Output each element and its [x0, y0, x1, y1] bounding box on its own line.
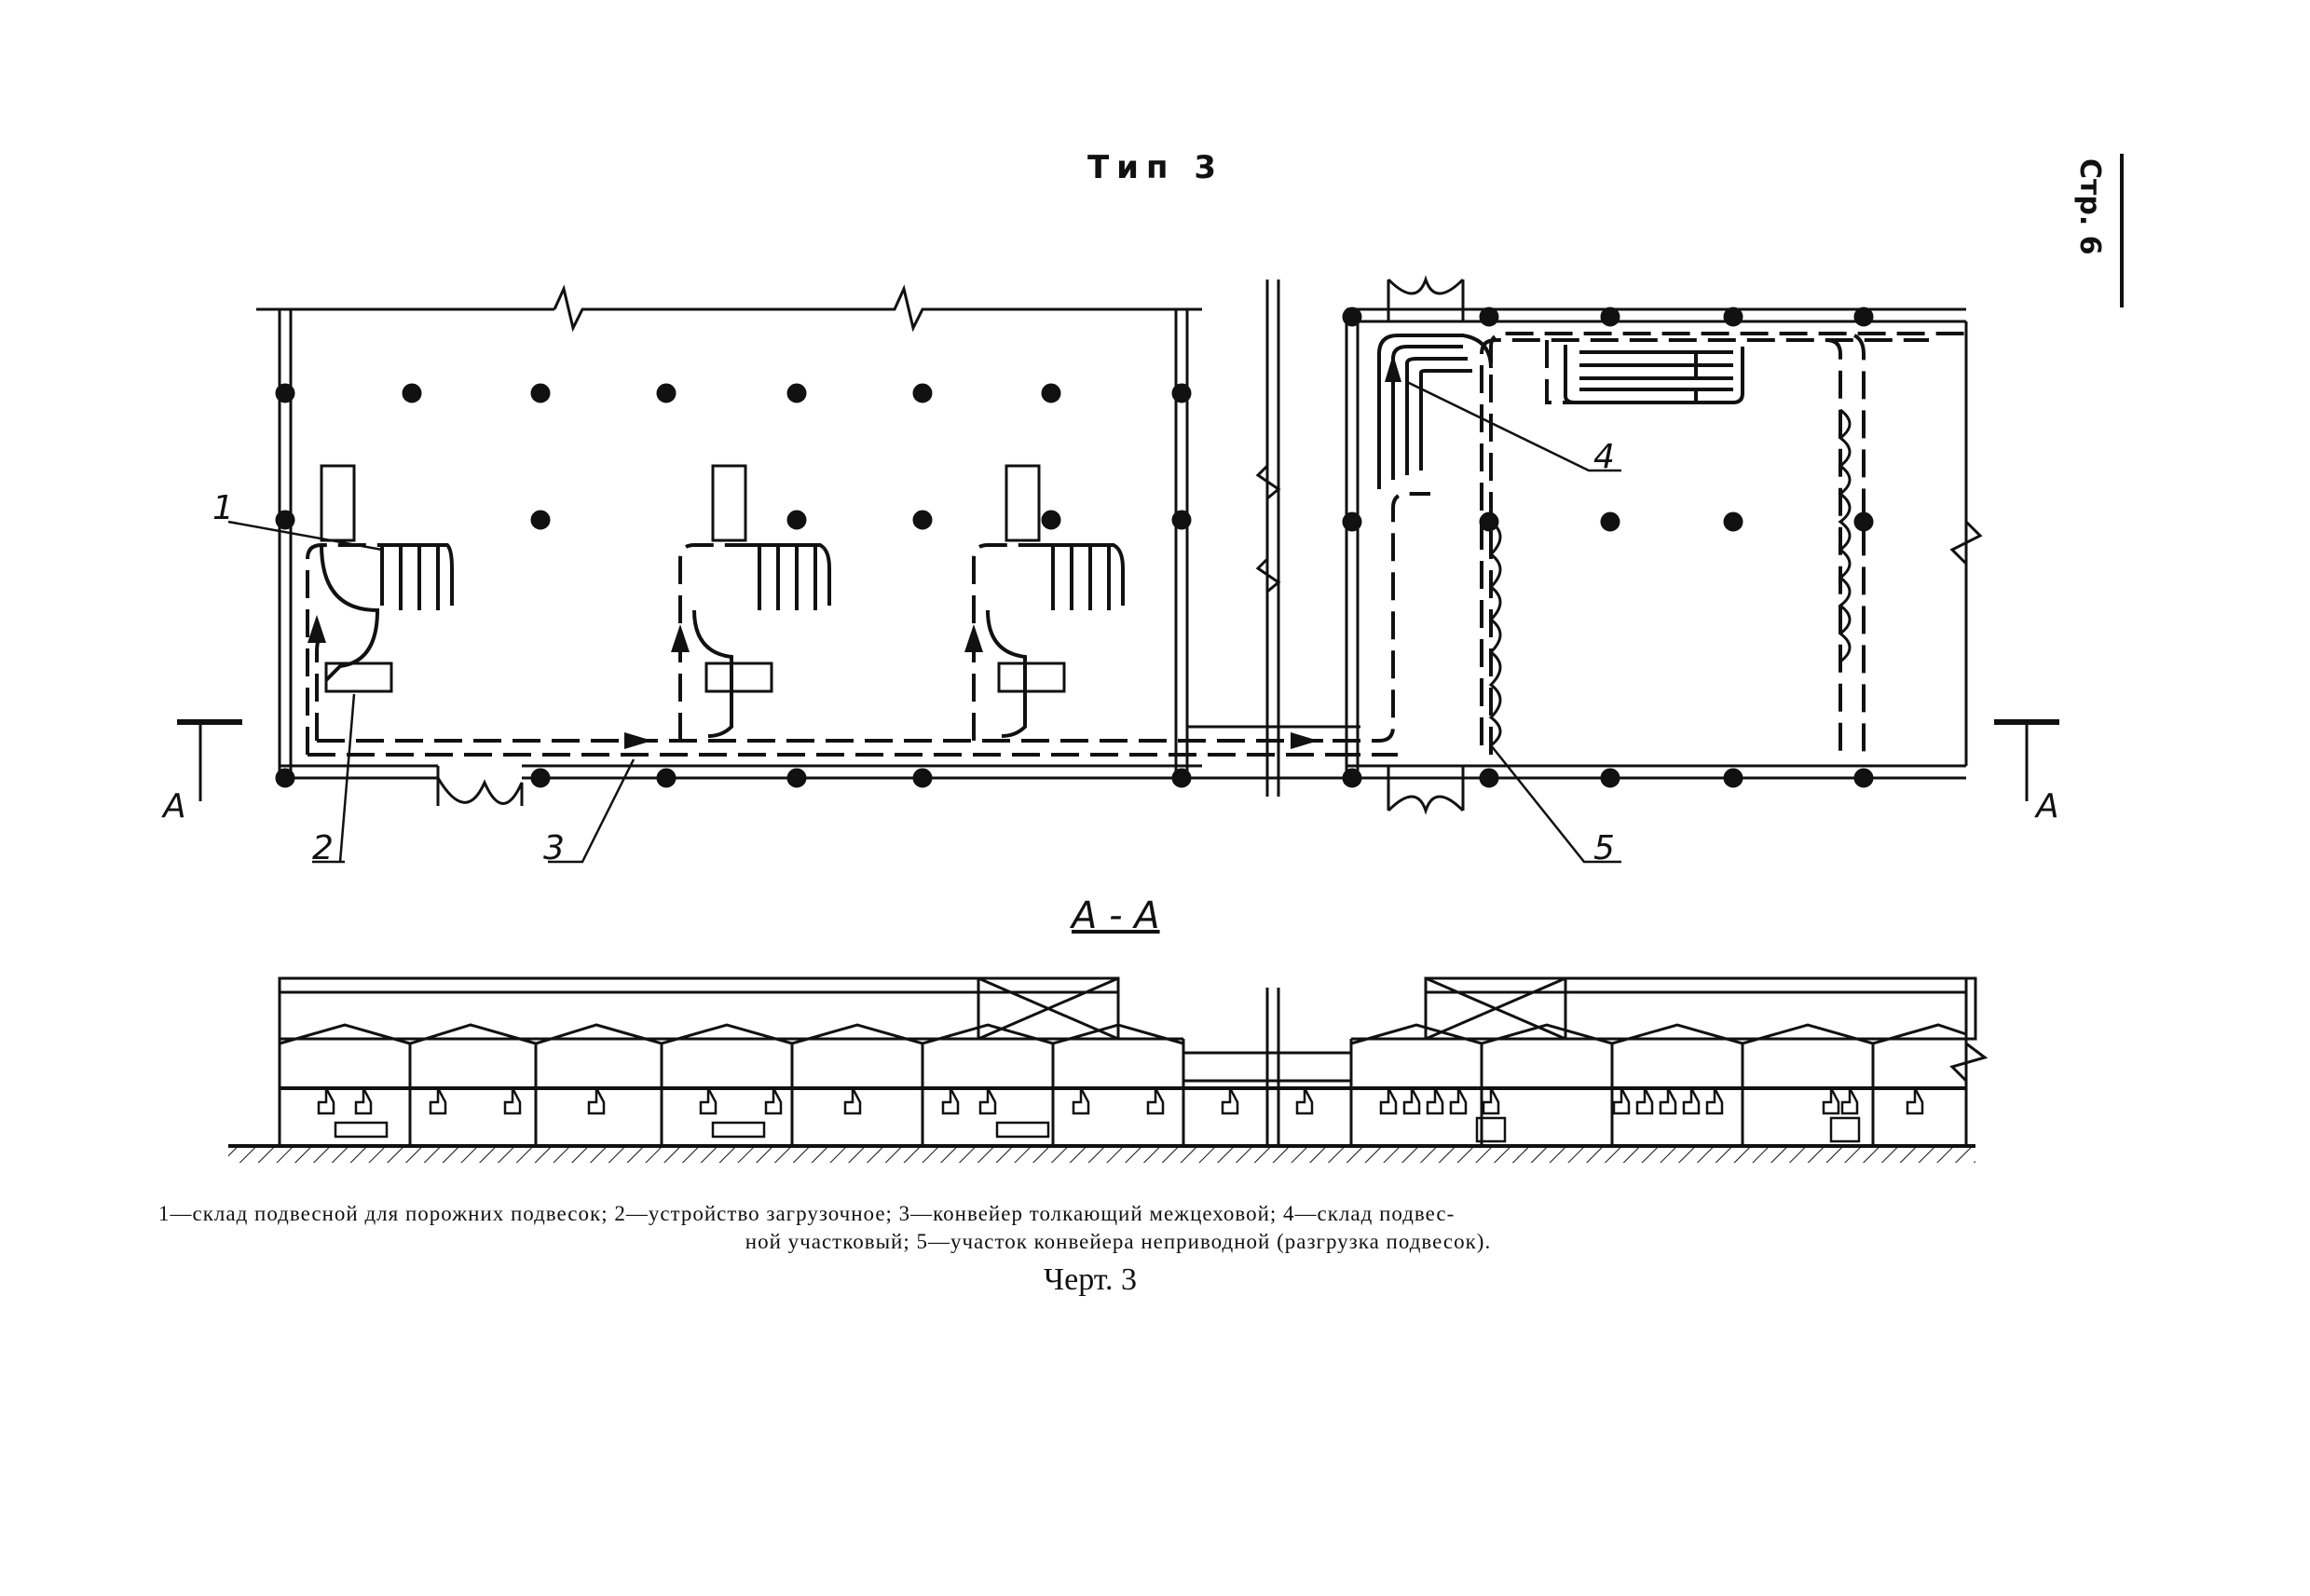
figure-caption: Черт. 3	[1044, 1262, 1138, 1297]
cut-mark-left: А	[163, 787, 186, 825]
legend-line-2: ной участковый; 5—участок конвейера непр…	[745, 1230, 1492, 1253]
legend-line-1: 1—склад подвесной для порожних подвесок;…	[158, 1202, 1456, 1225]
hanger-store-blocks	[320, 464, 1066, 693]
section-aa-label: А - А	[1072, 894, 1160, 937]
callout-4: 4	[1593, 438, 1615, 476]
legend: 1—склад подвесной для порожних подвесок;…	[158, 1200, 2078, 1256]
hanger-carriers	[317, 1087, 1924, 1115]
callout-3: 3	[543, 829, 565, 867]
connecting-gallery	[1187, 280, 1360, 797]
section-store-loops	[1377, 334, 1744, 489]
callout-leaders	[227, 380, 1621, 864]
figure-type-title: Тип 3	[1087, 149, 1223, 186]
intershop-conveyor-left	[306, 543, 1333, 757]
page-number-rule	[2120, 154, 2124, 307]
section-columns-left	[408, 1044, 1055, 1146]
callout-5: 5	[1593, 829, 1615, 867]
section-aa-elevation	[228, 976, 1989, 1163]
intershop-conveyor-right	[1333, 332, 1966, 757]
callout-2: 2	[312, 829, 334, 867]
callout-1: 1	[212, 489, 234, 527]
flow-arrows	[308, 354, 1401, 749]
section-columns-right	[1480, 1044, 1875, 1146]
loading-devices	[334, 1116, 1861, 1143]
section-cut-markers	[177, 719, 2059, 801]
unload-conveyor-waves	[1488, 408, 1852, 747]
cut-mark-right: А	[2036, 787, 2059, 825]
storage-loops-left	[320, 543, 1125, 738]
